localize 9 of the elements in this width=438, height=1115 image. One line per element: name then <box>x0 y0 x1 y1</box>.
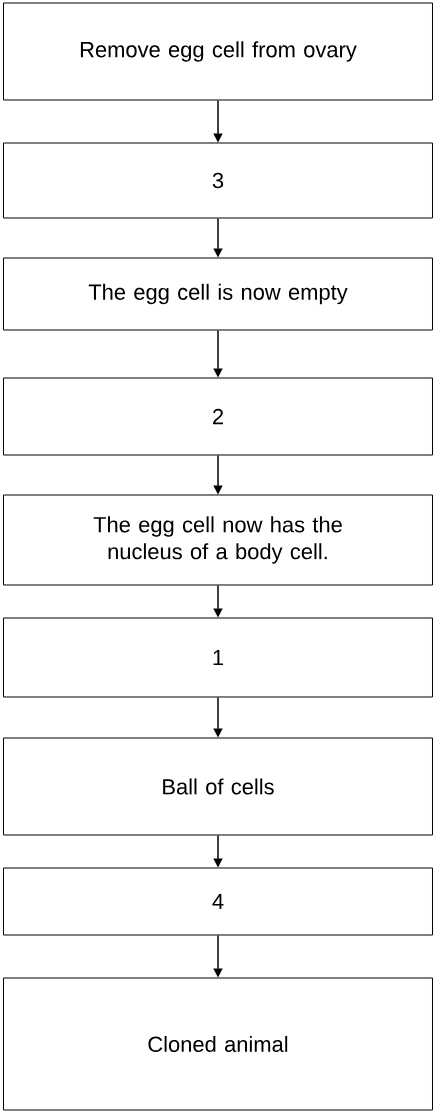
process-box: Cloned animal <box>3 977 433 1111</box>
process-box: The egg cell now has the nucleus of a body cell. <box>3 494 433 586</box>
process-box: 3 <box>3 142 433 219</box>
process-box: 4 <box>3 867 433 936</box>
process-box: The egg cell is now empty <box>3 257 433 331</box>
process-box: 2 <box>3 377 433 456</box>
process-box: Remove egg cell from ovary <box>3 2 433 101</box>
process-box: 1 <box>3 617 433 698</box>
process-box: Ball of cells <box>3 737 433 836</box>
